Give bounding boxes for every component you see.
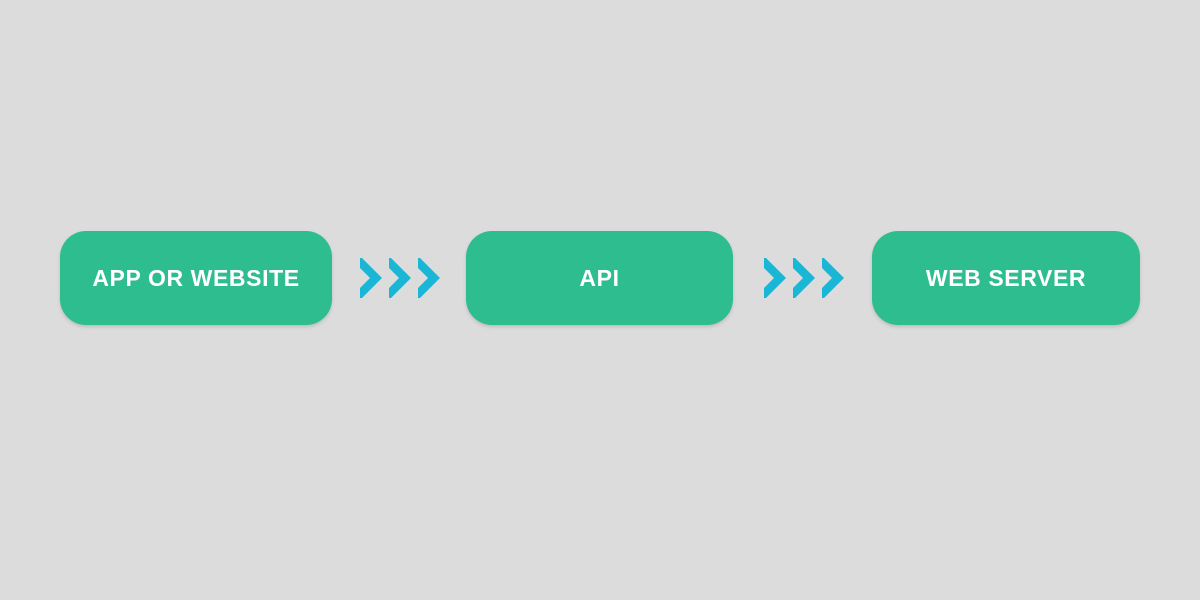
chevron-right-icon (387, 255, 417, 301)
node-web-server: WEB SERVER (872, 231, 1140, 325)
chevron-right-icon (820, 255, 850, 301)
node-label-web-server: WEB SERVER (925, 264, 1087, 291)
flow-sequence: APP OR WEBSITE API (0, 231, 1200, 325)
chevron-right-icon (416, 255, 446, 301)
connector-1-triple-chevron (332, 231, 466, 325)
chevron-right-icon (762, 255, 792, 301)
node-api: API (466, 231, 733, 325)
node-label-app-or-website: APP OR WEBSITE (92, 264, 300, 291)
connector-2-triple-chevron (733, 231, 872, 325)
node-label-api: API (579, 264, 620, 291)
chevron-right-icon (358, 255, 388, 301)
chevron-right-icon (791, 255, 821, 301)
node-app-or-website: APP OR WEBSITE (60, 231, 332, 325)
